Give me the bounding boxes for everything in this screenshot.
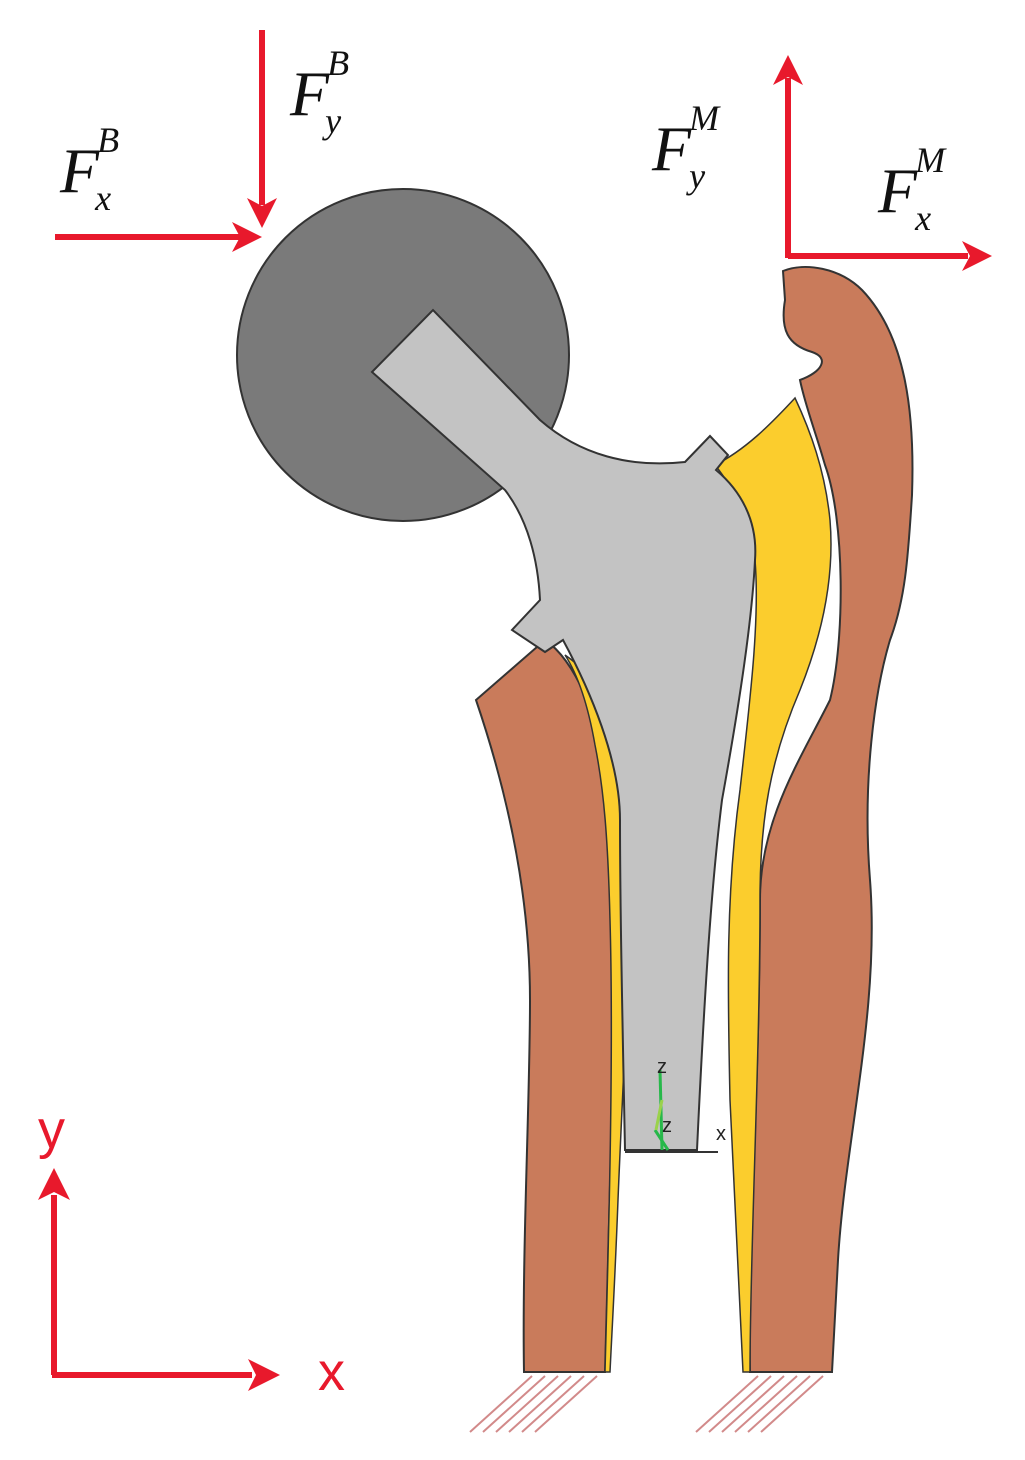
implant-stem	[370, 308, 757, 1151]
force-arrow-fxm	[788, 241, 992, 271]
bone-left	[474, 638, 616, 1373]
force-arrow-fxb	[55, 222, 262, 252]
axis-label-y: y	[38, 1100, 65, 1160]
local-axis-x-label: x	[716, 1123, 726, 1145]
fixed-support-right	[695, 1375, 824, 1433]
axis-label-x: x	[318, 1342, 345, 1402]
local-axis-z-label-2: z	[662, 1115, 672, 1137]
fixed-support-left	[469, 1375, 598, 1433]
local-coordinate-marker: z z	[653, 1056, 672, 1151]
force-arrow-fyb	[247, 30, 277, 228]
local-axis-z-label-1: z	[657, 1056, 667, 1078]
force-arrow-fym	[773, 55, 803, 258]
cement-right	[713, 396, 832, 1373]
global-axes	[38, 1168, 280, 1391]
